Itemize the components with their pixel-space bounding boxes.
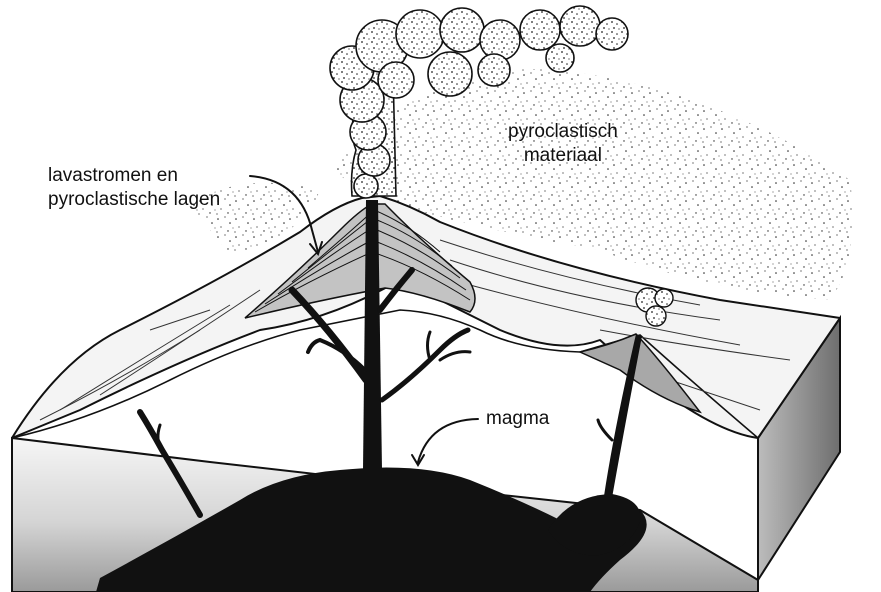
label-lava-line1: lavastromen en: [48, 164, 220, 188]
label-magma: magma: [486, 407, 549, 431]
label-pyro-line1: pyroclastisch: [508, 120, 618, 144]
label-lava-flows: lavastromen en pyroclastische lagen: [48, 164, 220, 212]
magma-arrow: [418, 419, 478, 462]
label-pyro-line2: materiaal: [508, 144, 618, 168]
label-lava-line2: pyroclastische lagen: [48, 188, 220, 212]
label-pyroclastic-material: pyroclastisch materiaal: [508, 120, 618, 168]
